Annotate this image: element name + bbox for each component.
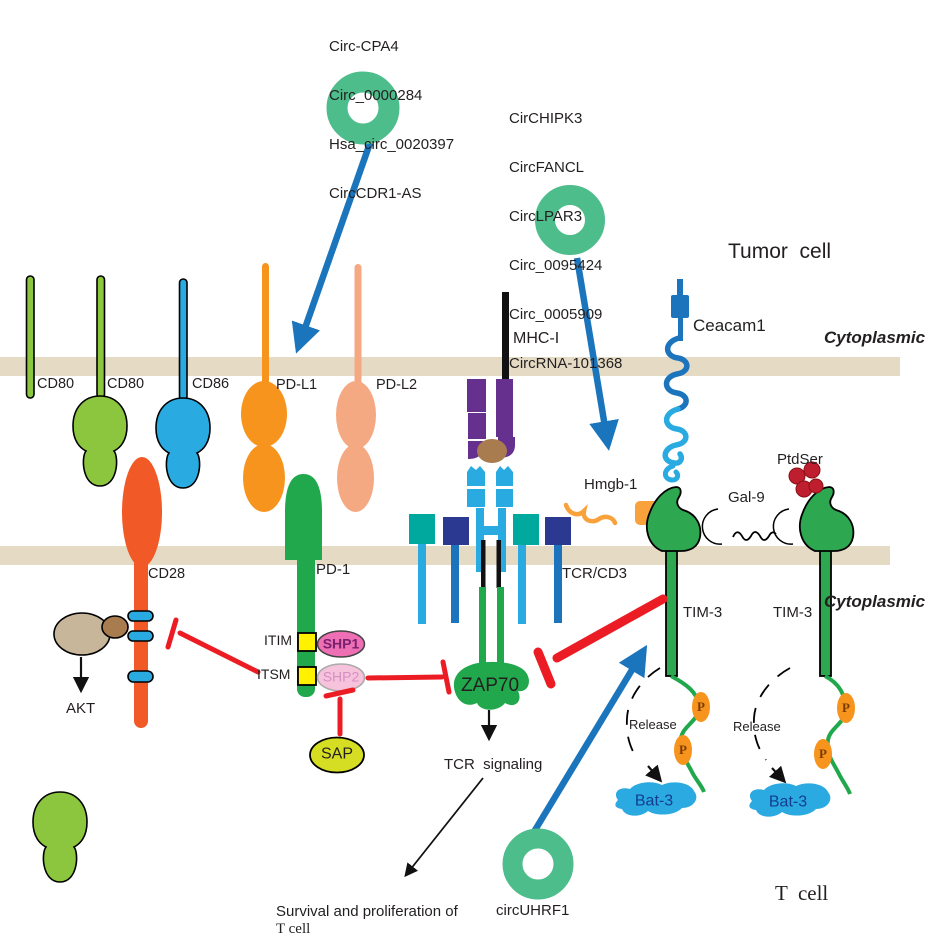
zap70-protein (453, 661, 529, 710)
circrna-label: CircRNA-101368 (509, 355, 623, 373)
cd28-label: CD28 (148, 566, 186, 582)
phospho-label: P (819, 746, 827, 762)
pd-l2-receptor (336, 264, 376, 512)
circrna-label: Circ_0005909 (509, 305, 603, 323)
cytoplasmic-bottom-label: Cytoplasmic (824, 592, 926, 611)
release-label-right: Release (733, 719, 781, 734)
bat3-label-right: Bat-3 (768, 793, 808, 811)
tim3-inhibits-zap70 (533, 594, 668, 689)
pd-l1-label: PD-L1 (276, 377, 318, 393)
sap-inhibits-shp2 (323, 687, 356, 737)
shp1-protein (316, 630, 366, 658)
zap70-label: ZAP70 (460, 675, 520, 697)
kinase-protein (53, 612, 111, 656)
tim3-tail-left (615, 667, 710, 816)
circuhrf1-label: circUHRF1 (496, 902, 570, 919)
survival-label-line1: Survival and proliferation of (276, 903, 458, 920)
tim3-tail-right (749, 667, 855, 817)
ceacam1-receptor (662, 279, 690, 483)
circrna-arrows (291, 141, 648, 847)
tumor-cell-membrane (0, 357, 900, 376)
tcr-signaling-label: TCR signaling (444, 756, 543, 773)
itim-motif (297, 632, 317, 652)
circrna-list-hmgb1: CirCHIPK3 CircFANCL CircLPAR3 Circ_00954… (509, 77, 622, 388)
circrna-label: CircFANCL (509, 158, 585, 176)
ptdser-ligand (788, 461, 824, 498)
circrna-icon-hmgb1 (535, 185, 605, 255)
cd80-receptor-1 (25, 275, 88, 883)
pd-1-label: PD-1 (316, 561, 351, 578)
tim3-label-right: TIM-3 (773, 604, 813, 621)
sap-label: SAP (320, 745, 354, 763)
circrna-label: CircLPAR3 (509, 207, 583, 225)
shp2-label: SHP2 (322, 668, 360, 685)
t-cell-label: T cell (775, 881, 829, 905)
itim-label: ITIM (264, 632, 292, 648)
circrna-label: CircCDR1-AS (329, 184, 422, 202)
survival-label-line2: T cell (276, 921, 311, 937)
circrna-label: Hsa_circ_0020397 (329, 135, 455, 153)
cd28-receptor (122, 457, 162, 728)
tim3-receptor-left (645, 486, 702, 677)
arrow-circrna-to-hmgb1 (573, 257, 619, 451)
shp1-label: SHP1 (322, 635, 360, 652)
phospho-label: P (679, 742, 687, 758)
cd3-complex (409, 514, 571, 665)
tcr-chains (467, 466, 513, 572)
inhibition-lines (165, 594, 668, 737)
tumor-cell-label: Tumor cell (728, 240, 832, 263)
pd-1-receptor (285, 474, 322, 697)
circrna-label: Circ_0095424 (509, 256, 603, 274)
ptdser-label: PtdSer (777, 451, 823, 468)
phospho-label: P (697, 699, 705, 715)
shp2-inhibits-zap70 (365, 659, 452, 695)
tim3-receptor-right (798, 486, 855, 677)
sap-protein (309, 736, 365, 774)
akt-label: AKT (66, 700, 96, 717)
pd-l1-receptor (241, 263, 287, 512)
cytoplasmic-top-label: Cytoplasmic (824, 328, 926, 347)
itsm-motif (297, 666, 317, 686)
cd80-receptor-2 (72, 275, 128, 487)
release-arc-left (625, 667, 661, 761)
pd-l2-label: PD-L2 (376, 377, 418, 393)
tcr-cd3-label: TCR/CD3 (562, 565, 628, 582)
circrna-label: CirCHIPK3 (509, 109, 583, 127)
phospho-label: P (842, 700, 850, 716)
circrna-icon-pdl1 (326, 71, 400, 145)
ceacam1-label: Ceacam1 (693, 316, 766, 335)
gal9-ligand (701, 508, 794, 545)
release-arc-right (753, 667, 791, 761)
cd80-label-2: CD80 (107, 376, 145, 392)
mhc-i-complex (467, 292, 515, 572)
cd86-receptor (155, 278, 211, 489)
mhc-i-label: MHC-I (513, 330, 560, 347)
hmgb1-label: Hmgb-1 (584, 476, 638, 493)
tim3-label-left: TIM-3 (683, 604, 723, 621)
bat3-label-left: Bat-3 (634, 792, 674, 810)
release-label-left: Release (629, 717, 677, 732)
circrna-icon-uhrf1 (502, 828, 574, 900)
arrow-circrna-to-pdl1 (291, 141, 374, 354)
itsm-inhibits-cd28 (165, 617, 261, 675)
arrow-circuhrf1-to-tim3 (523, 644, 648, 847)
itsm-label: ITSM (257, 666, 291, 682)
circrna-list-pdl1: Circ-CPA4 Circ_0000284 Hsa_circ_0020397 … (329, 5, 454, 218)
circrna-label: Circ_0000284 (329, 86, 423, 104)
kinase-subunit (101, 615, 129, 639)
antigen-peptide (477, 439, 507, 463)
cd86-label: CD86 (192, 376, 230, 392)
tcr-signaling-to-survival-arrow (404, 777, 484, 878)
cd80-label-1: CD80 (37, 376, 75, 392)
circrna-label: Circ-CPA4 (329, 37, 399, 55)
gal9-label: Gal-9 (728, 489, 765, 506)
